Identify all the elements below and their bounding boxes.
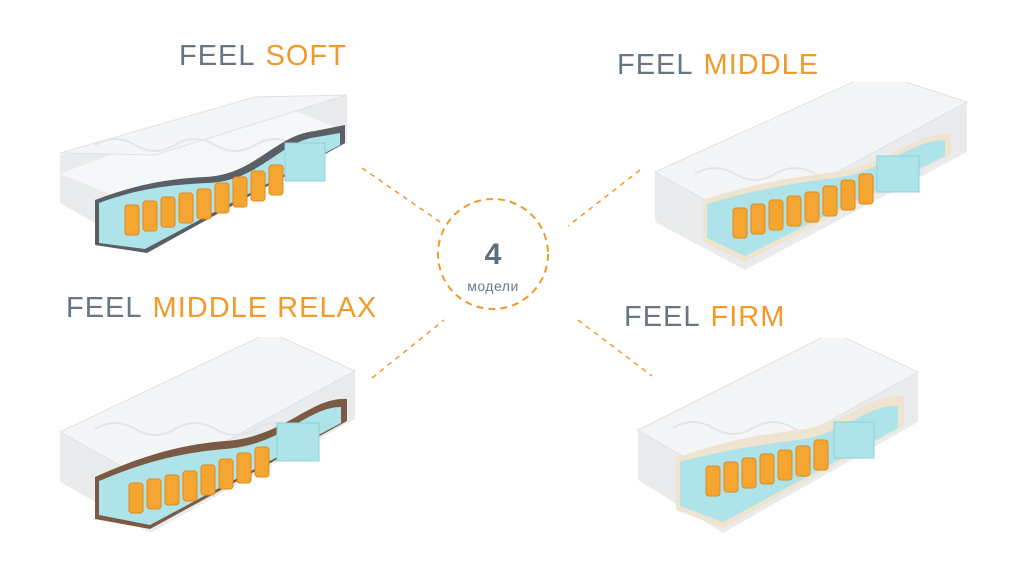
- mattress-soft-cutaway-icon: [59, 94, 348, 253]
- title-feel-soft: FEEL SOFT: [179, 40, 347, 73]
- model-count-badge: 4 модели: [435, 196, 551, 312]
- title-model-name: MIDDLE RELAX: [152, 292, 378, 324]
- title-feel-middle-relax: FEEL MIDDLE RELAX: [66, 292, 377, 325]
- title-feel-middle: FEEL MIDDLE: [617, 49, 819, 82]
- title-model-name: SOFT: [265, 40, 347, 72]
- title-model-name: MIDDLE: [703, 49, 820, 81]
- title-prefix: FEEL: [617, 49, 694, 81]
- title-model-name: FIRM: [710, 301, 786, 333]
- mattress-firm-cutaway-icon: [636, 338, 920, 533]
- mattress-middle-cutaway-icon: [653, 82, 969, 270]
- title-prefix: FEEL: [66, 292, 143, 324]
- title-prefix: FEEL: [624, 301, 701, 333]
- title-prefix: FEEL: [179, 40, 256, 72]
- title-feel-firm: FEEL FIRM: [624, 301, 785, 334]
- dashed-circle-icon: [437, 198, 549, 310]
- model-count-label: модели: [467, 278, 519, 294]
- model-count-number: 4: [484, 238, 502, 271]
- mattress-middle-relax-cutaway-icon: [58, 337, 357, 533]
